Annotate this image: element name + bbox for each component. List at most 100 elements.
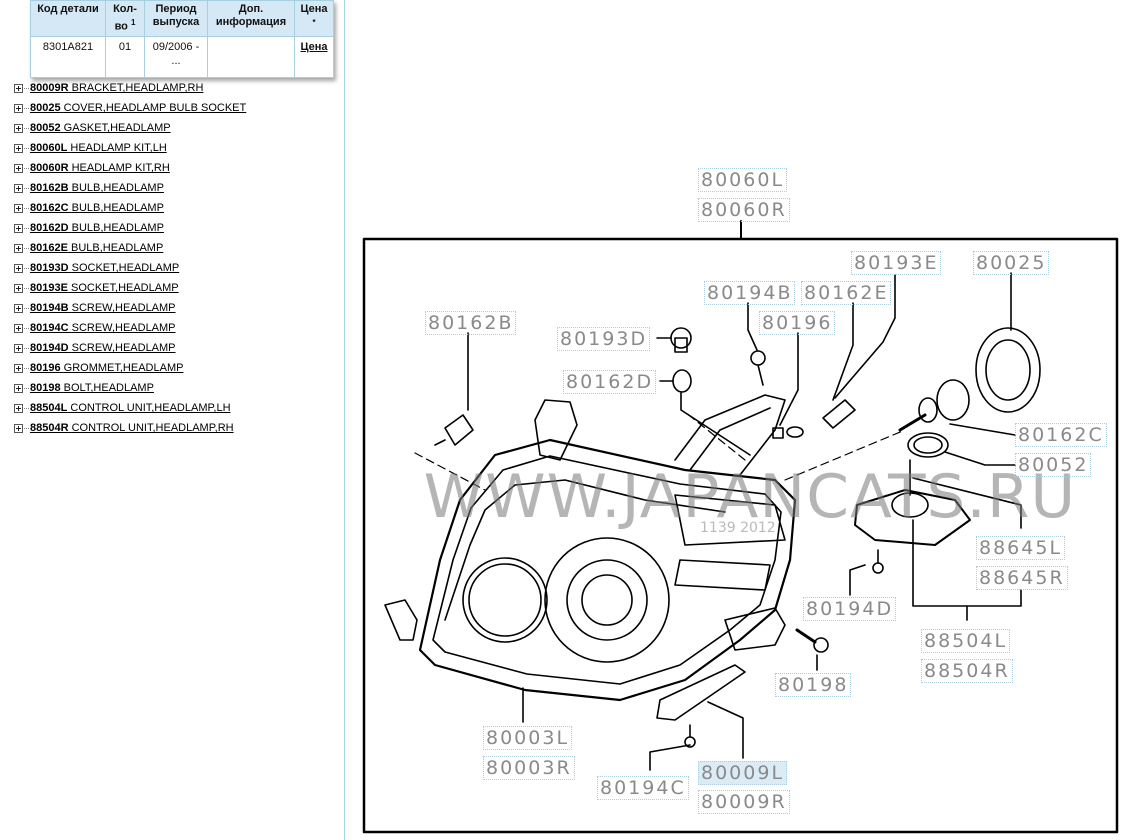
expand-plus-icon[interactable] (14, 323, 23, 333)
part-name: BULB,HEADLAMP (71, 242, 164, 254)
callout-80060R[interactable]: 80060R (698, 198, 790, 222)
expand-plus-icon[interactable] (14, 363, 23, 373)
expand-plus-icon[interactable] (14, 103, 23, 113)
price-link[interactable]: Цена (300, 40, 328, 53)
expand-plus-icon[interactable] (14, 383, 23, 393)
expand-plus-icon[interactable] (14, 163, 23, 173)
expand-plus-icon[interactable] (14, 283, 23, 293)
tree-item: 80194B SCREW,HEADLAMP (14, 298, 246, 318)
part-link[interactable]: 80162C BULB,HEADLAMP (30, 202, 164, 214)
table-header-row: Код детали Кол-во 1 Период выпуска Доп. … (30, 0, 334, 37)
callout-80196[interactable]: 80196 (759, 311, 836, 335)
tree-connector (24, 427, 29, 429)
bulb-80162c (898, 379, 970, 432)
callout-80162C[interactable]: 80162C (1015, 423, 1107, 447)
tree-item: 80194C SCREW,HEADLAMP (14, 318, 246, 338)
callout-80193E[interactable]: 80193E (851, 251, 942, 275)
tree-connector (24, 287, 29, 289)
expand-plus-icon[interactable] (14, 183, 23, 193)
callout-80194B[interactable]: 80194B (704, 281, 796, 305)
part-code: 80194B (30, 302, 69, 314)
callout-80162D[interactable]: 80162D (563, 370, 657, 394)
part-code: 80162E (30, 242, 68, 254)
parts-diagram: WWW.JAPANCATS.RU 1139 2012 80060L 80060R… (345, 0, 1124, 840)
part-link[interactable]: 80162B BULB,HEADLAMP (30, 182, 164, 194)
part-link[interactable]: 80196 GROMMET,HEADLAMP (30, 362, 183, 374)
part-code: 80009R (30, 82, 69, 94)
part-link[interactable]: 80162D BULB,HEADLAMP (30, 222, 164, 234)
callout-80009R[interactable]: 80009R (698, 790, 790, 814)
part-link[interactable]: 80060R HEADLAMP KIT,RH (30, 162, 170, 174)
tree-connector (24, 347, 29, 349)
callout-80052[interactable]: 80052 (1015, 453, 1092, 477)
part-link[interactable]: 88504L CONTROL UNIT,HEADLAMP,LH (30, 402, 231, 414)
header-info: Доп. информация (207, 0, 295, 37)
callout-88504R[interactable]: 88504R (921, 659, 1013, 683)
part-link[interactable]: 80052 GASKET,HEADLAMP (30, 122, 171, 134)
screw-80194b (750, 350, 766, 386)
expand-plus-icon[interactable] (14, 223, 23, 233)
expand-plus-icon[interactable] (14, 143, 23, 153)
part-link[interactable]: 80193E SOCKET,HEADLAMP (30, 282, 179, 294)
part-name: BRACKET,HEADLAMP,RH (71, 82, 204, 94)
callout-88645R[interactable]: 88645R (976, 566, 1068, 590)
expand-plus-icon[interactable] (14, 263, 23, 273)
part-link[interactable]: 80194B SCREW,HEADLAMP (30, 302, 176, 314)
callout-80198[interactable]: 80198 (775, 673, 852, 697)
tree-item: 80052 GASKET,HEADLAMP (14, 118, 246, 138)
header-price: Цена* (294, 0, 334, 37)
callout-88645L[interactable]: 88645L (976, 536, 1066, 560)
part-link[interactable]: 80060L HEADLAMP KIT,LH (30, 142, 167, 154)
tree-item: 88504R CONTROL UNIT,HEADLAMP,RH (14, 418, 246, 438)
expand-plus-icon[interactable] (14, 303, 23, 313)
expand-plus-icon[interactable] (14, 243, 23, 253)
part-code: 80193D (30, 262, 69, 274)
expand-plus-icon[interactable] (14, 403, 23, 413)
callout-80003R[interactable]: 80003R (483, 756, 575, 780)
part-link[interactable]: 80025 COVER,HEADLAMP BULB SOCKET (30, 102, 246, 114)
headlamp-assembly (384, 394, 797, 721)
part-name: HEADLAMP KIT,LH (70, 142, 167, 154)
tree-item: 80193E SOCKET,HEADLAMP (14, 278, 246, 298)
callout-80194C[interactable]: 80194C (597, 776, 689, 800)
callout-80193D[interactable]: 80193D (557, 327, 651, 351)
callout-80162B[interactable]: 80162B (425, 311, 517, 335)
callout-80003L[interactable]: 80003L (483, 726, 573, 750)
callout-80194D[interactable]: 80194D (803, 597, 897, 621)
expand-plus-icon[interactable] (14, 123, 23, 133)
bulb-80162b (434, 414, 474, 446)
part-code: 80060R (30, 162, 69, 174)
callout-80025[interactable]: 80025 (973, 251, 1050, 275)
expand-plus-icon[interactable] (14, 343, 23, 353)
callout-80009L[interactable]: 80009L (698, 761, 788, 785)
part-link[interactable]: 80162E BULB,HEADLAMP (30, 242, 163, 254)
expand-plus-icon[interactable] (14, 423, 23, 433)
part-code: 80196 (30, 362, 61, 374)
panel-divider (344, 0, 345, 840)
tree-connector (24, 127, 29, 129)
expand-plus-icon[interactable] (14, 83, 23, 93)
part-code: 80194C (30, 322, 69, 334)
part-code: 88504L (30, 402, 68, 414)
callout-80162E[interactable]: 80162E (801, 281, 892, 305)
part-link[interactable]: 80194C SCREW,HEADLAMP (30, 322, 176, 334)
part-link[interactable]: 88504R CONTROL UNIT,HEADLAMP,RH (30, 422, 234, 434)
part-link[interactable]: 80194D SCREW,HEADLAMP (30, 342, 176, 354)
part-name: GASKET,HEADLAMP (63, 122, 171, 134)
part-link[interactable]: 80193D SOCKET,HEADLAMP (30, 262, 179, 274)
expand-plus-icon[interactable] (14, 203, 23, 213)
callout-88504L[interactable]: 88504L (921, 629, 1011, 653)
part-link[interactable]: 80198 BOLT,HEADLAMP (30, 382, 154, 394)
tree-connector (24, 407, 29, 409)
part-code: 88504R (30, 422, 69, 434)
cell-info (207, 35, 295, 78)
part-name: GROMMET,HEADLAMP (63, 362, 184, 374)
part-name: SOCKET,HEADLAMP (71, 262, 180, 274)
callout-80060L[interactable]: 80060L (698, 168, 788, 192)
tree-connector (24, 167, 29, 169)
cell-price: Цена (294, 35, 334, 78)
tree-connector (24, 187, 29, 189)
part-link[interactable]: 80009R BRACKET,HEADLAMP,RH (30, 82, 203, 94)
part-code: 80162D (30, 222, 69, 234)
tree-item: 80025 COVER,HEADLAMP BULB SOCKET (14, 98, 246, 118)
